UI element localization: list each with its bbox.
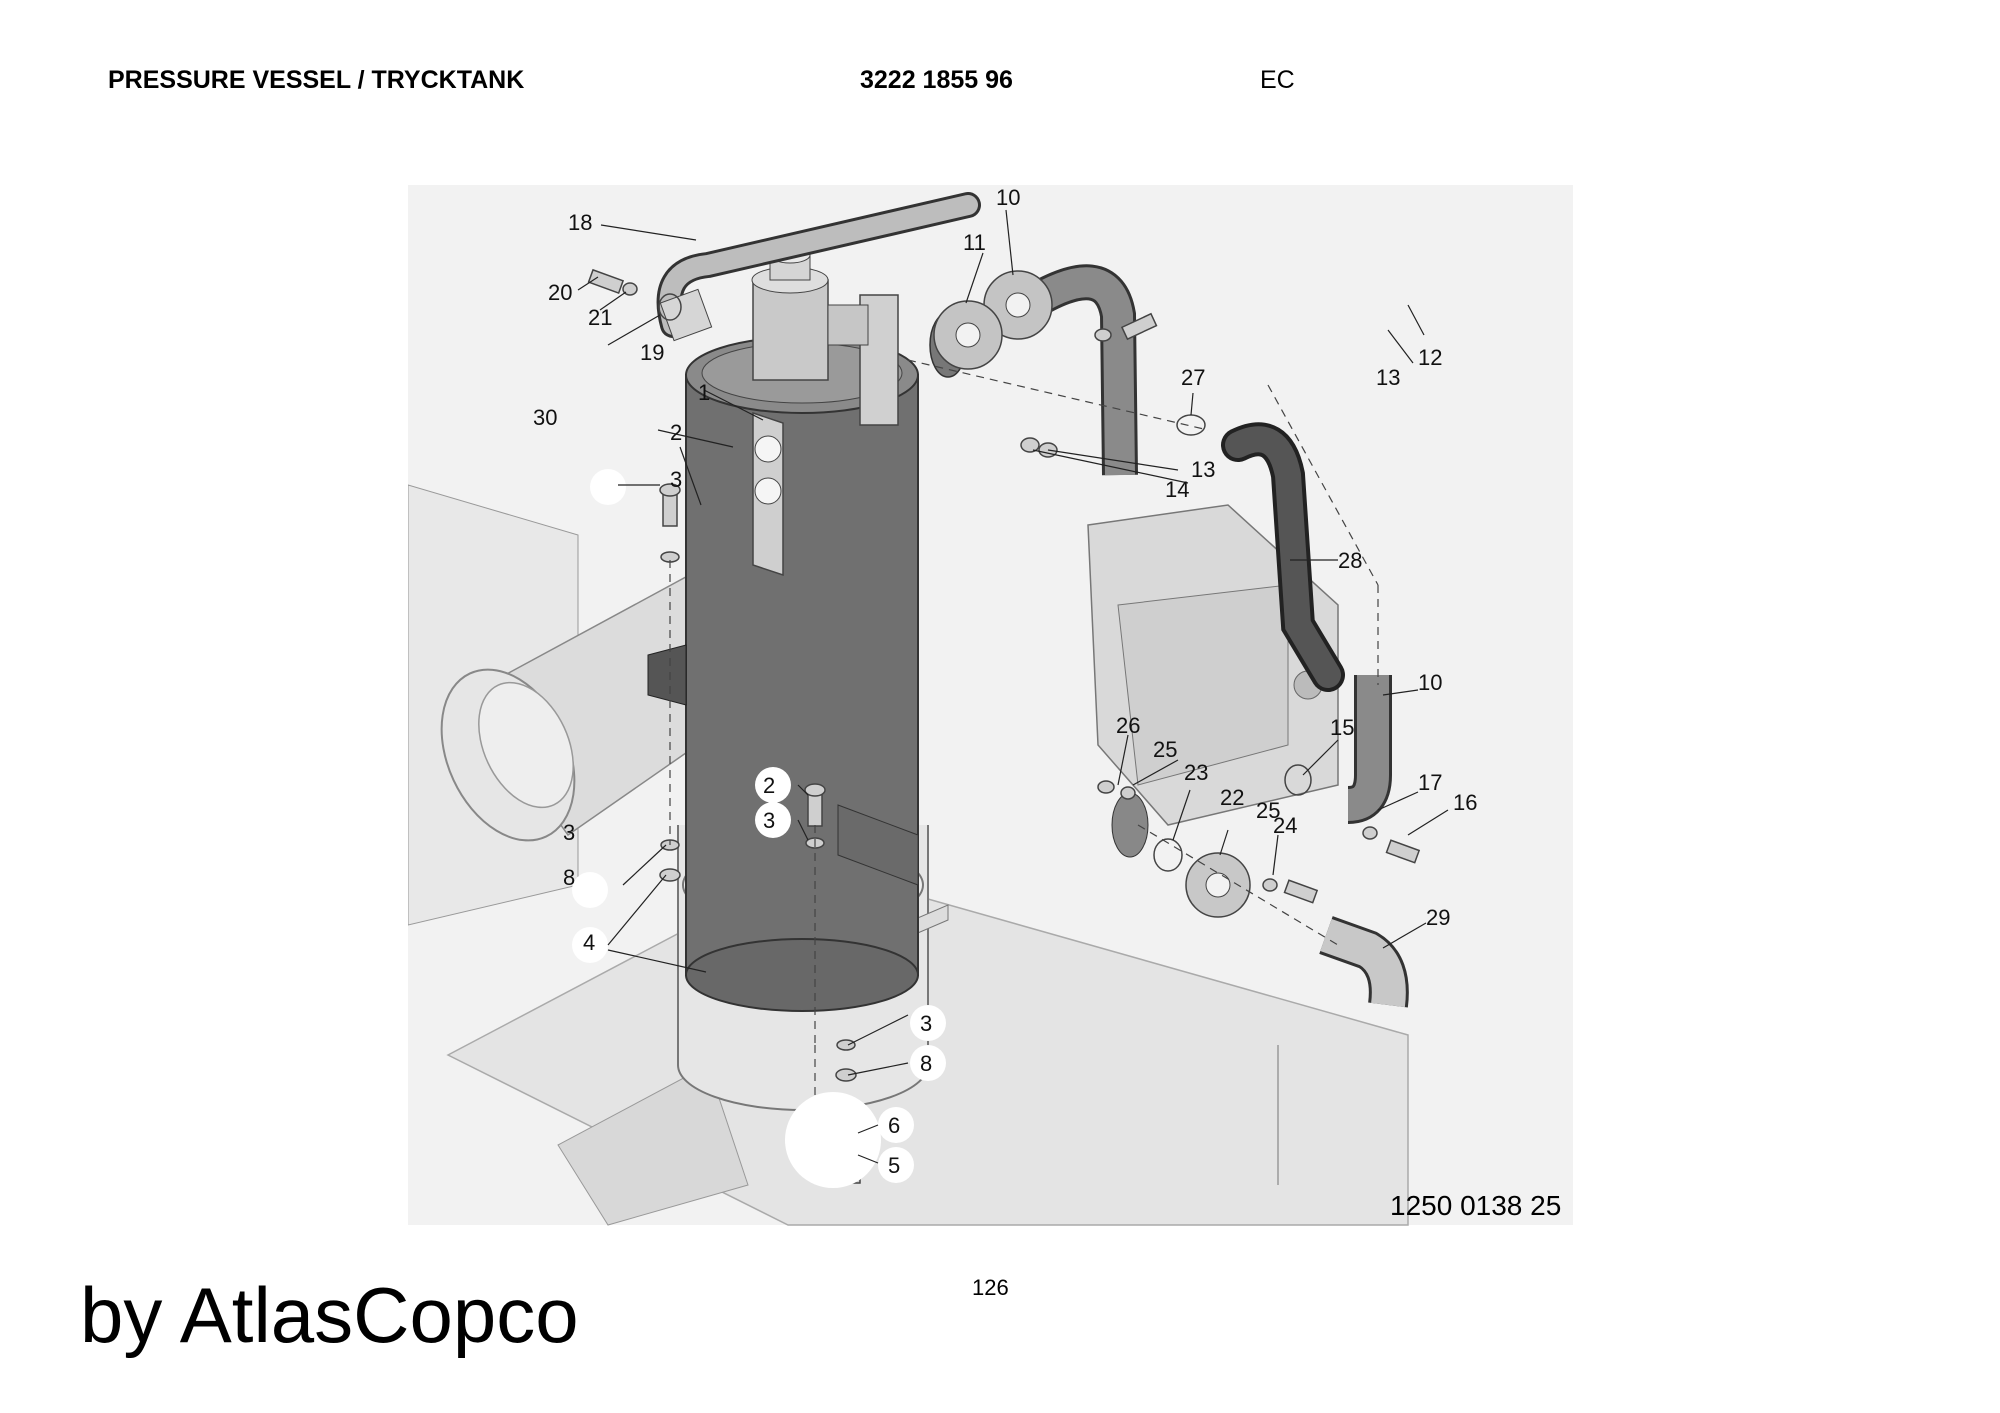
callout-2-lower: 2 bbox=[763, 773, 775, 798]
washer-26 bbox=[1097, 780, 1115, 794]
callout-3-upper: 3 bbox=[670, 467, 682, 492]
bolt-12 bbox=[1120, 312, 1158, 341]
bolt-24 bbox=[1283, 879, 1319, 904]
callout-25-lower: 25 bbox=[1256, 798, 1280, 823]
pressure-vessel bbox=[685, 336, 919, 1012]
compressor-element bbox=[1087, 504, 1339, 826]
bolt-20 bbox=[587, 268, 625, 295]
callout-27: 27 bbox=[1181, 365, 1205, 390]
page-number: 126 bbox=[972, 1275, 1009, 1300]
callout-26: 26 bbox=[1116, 713, 1140, 738]
washer-25-upper bbox=[1120, 786, 1136, 800]
callout-24: 24 bbox=[1273, 813, 1297, 838]
washer-17 bbox=[1362, 826, 1378, 840]
washer-3-bottom bbox=[836, 1039, 856, 1051]
section-code: EC bbox=[1260, 66, 1295, 94]
base-rail bbox=[557, 1064, 749, 1226]
callout-25-upper: 25 bbox=[1153, 737, 1177, 762]
callout-28: 28 bbox=[1338, 548, 1362, 573]
nut-8-left bbox=[659, 868, 681, 882]
callout-13-lower: 13 bbox=[1191, 457, 1215, 482]
nut-8-bottom bbox=[835, 1068, 857, 1082]
vessel-outlet bbox=[1111, 792, 1149, 858]
callout-3-mid: 3 bbox=[763, 808, 775, 833]
callout-10-upper: 10 bbox=[996, 185, 1020, 210]
callout-3-bottom: 3 bbox=[920, 1011, 932, 1036]
callout-6: 6 bbox=[888, 1113, 900, 1138]
callout-22: 22 bbox=[1220, 785, 1244, 810]
part-number: 3222 1855 96 bbox=[860, 66, 1013, 94]
callout-8-left: 8 bbox=[563, 865, 575, 890]
callout-21: 21 bbox=[588, 305, 612, 330]
o-ring-19 bbox=[658, 293, 682, 321]
o-ring-23 bbox=[1153, 838, 1183, 872]
callout-30: 30 bbox=[533, 405, 557, 430]
washer-13-top bbox=[1094, 328, 1112, 342]
washer-21 bbox=[622, 282, 638, 296]
callout-13-upper: 13 bbox=[1376, 365, 1400, 390]
minimum-pressure-valve bbox=[827, 294, 899, 426]
nut-14 bbox=[1020, 437, 1040, 453]
callout-16: 16 bbox=[1453, 790, 1477, 815]
callout-11: 11 bbox=[963, 230, 986, 255]
callout-18: 18 bbox=[568, 210, 592, 235]
callout-10-lower: 10 bbox=[1418, 670, 1442, 695]
callout-5: 5 bbox=[888, 1153, 900, 1178]
callout-1: 1 bbox=[698, 380, 710, 405]
washer-25-lower bbox=[1262, 878, 1278, 892]
exploded-parts-diagram: 1 2 2 3 3 3 3 4 5 6 8 8 10 10 11 12 13 1… bbox=[408, 185, 1573, 1226]
document-title: PRESSURE VESSEL / TRYCKTANK bbox=[108, 66, 525, 94]
figure-number: 1250 0138 25 bbox=[1390, 1190, 1562, 1221]
callout-14: 14 bbox=[1165, 477, 1189, 502]
callout-17: 17 bbox=[1418, 770, 1442, 795]
callout-4: 4 bbox=[583, 930, 595, 955]
callout-2-upper: 2 bbox=[670, 420, 682, 445]
brand-watermark: by AtlasCopco bbox=[80, 1271, 579, 1359]
callout-12: 12 bbox=[1418, 345, 1442, 370]
hose-10-lower bbox=[1346, 675, 1389, 821]
callout-19: 19 bbox=[640, 340, 664, 365]
o-ring-15 bbox=[1284, 764, 1312, 796]
callout-3-left: 3 bbox=[563, 820, 575, 845]
callout-23: 23 bbox=[1184, 760, 1208, 785]
callout-15: 15 bbox=[1330, 715, 1354, 740]
callout-8-bottom: 8 bbox=[920, 1051, 932, 1076]
bolt-16 bbox=[1385, 839, 1421, 864]
callout-20: 20 bbox=[548, 280, 572, 305]
callout-29: 29 bbox=[1426, 905, 1450, 930]
